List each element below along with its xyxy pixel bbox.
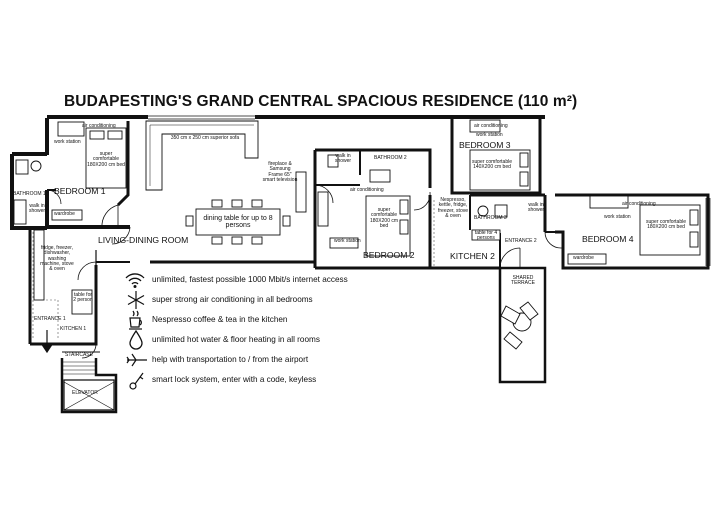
label-shower-3: walk in shower (527, 202, 545, 214)
room-entrance-1: ENTRANCE 1 (34, 316, 66, 322)
amenity-text-0: unlimited, fastest possible 1000 Mbit/s … (152, 275, 348, 284)
label-fireplace: fireplace & Samsung Frame 65" smart tele… (262, 161, 298, 183)
label-ac-bedroom-2: air conditioning (350, 187, 384, 193)
room-bedroom-2: BEDROOM 2 (363, 250, 415, 260)
room-living-dining: LIVING-DINING ROOM (98, 235, 189, 245)
amenity-text-3: unlimited hot water & floor heating in a… (152, 335, 320, 344)
room-bedroom-4: BEDROOM 4 (582, 234, 634, 244)
label-wardrobe-4: wardrobe (573, 255, 594, 261)
room-bathroom-2: BATHROOM 2 (374, 155, 407, 161)
label-ac-bedroom-1: air conditioning (82, 123, 116, 129)
room-elevator: ELEVATOR (72, 390, 98, 396)
amenity-text-4: help with transportation to / from the a… (152, 355, 309, 364)
label-kitchen-2-appliances: Nespresso, kettle, fridge, freezer, stov… (437, 197, 468, 219)
room-bathroom-3: BATHROOM 3 (474, 215, 507, 221)
label-kitchen-1-table: table for 2 person (73, 292, 93, 304)
room-bedroom-1: BEDROOM 1 (54, 186, 106, 196)
snowflake-icon (127, 291, 145, 309)
label-bed-3: super comfortable 140X200 cm bed (471, 159, 513, 171)
label-bed-2: super comfortable 180X200 cm bed (369, 207, 399, 229)
page-title: BUDAPESTING'S GRAND CENTRAL SPACIOUS RES… (64, 93, 578, 110)
label-work-station-1: work station (54, 139, 81, 145)
label-ac-bedroom-3: air conditioning (474, 123, 508, 129)
label-work-station-4: work station (604, 214, 631, 220)
amenity-text-2: Nespresso coffee & tea in the kitchen (152, 315, 288, 324)
amenity-text-1: super strong air conditioning in all bed… (152, 295, 313, 304)
airplane-icon (126, 353, 147, 367)
room-staircase: STAIRCASE (65, 352, 93, 358)
label-sofa: 350 cm x 250 cm superior sofa (170, 135, 240, 141)
key-icon (129, 372, 144, 390)
room-bedroom-3: BEDROOM 3 (459, 140, 511, 150)
label-ac-bedroom-4: air conditioning (622, 201, 656, 207)
room-kitchen-1: KITCHEN 1 (60, 326, 87, 332)
coffee-cup-icon (129, 310, 142, 330)
amenity-text-5: smart lock system, enter with a code, ke… (152, 375, 317, 384)
label-kitchen-1-appliances: fridge, freezer, dishwasher, washing mac… (40, 245, 74, 272)
label-shower-2: walk in shower (334, 153, 352, 165)
label-kitchen-2-table: table for 4 persons (474, 230, 498, 242)
label-bed-1: super comfortable 180X200 cm bed (87, 151, 125, 168)
label-dining-table: dining table for up to 8 persons (203, 215, 273, 230)
label-shower-1: walk in shower (28, 203, 46, 215)
wifi-icon (125, 273, 145, 288)
room-kitchen-2: KITCHEN 2 (450, 251, 495, 261)
room-bathroom-1: BATHROOM 1 (13, 191, 46, 197)
label-work-station-3: work station (476, 132, 503, 138)
room-shared-terrace: SHARED TERRACE (511, 275, 535, 287)
label-work-station-2: work station (334, 238, 361, 244)
room-entrance-2: ENTRANCE 2 (505, 238, 537, 244)
label-bed-4: super comfortable 180X200 cm bed (645, 219, 687, 231)
water-drop-icon (129, 329, 143, 350)
label-wardrobe-1: wardrobe (54, 211, 75, 217)
